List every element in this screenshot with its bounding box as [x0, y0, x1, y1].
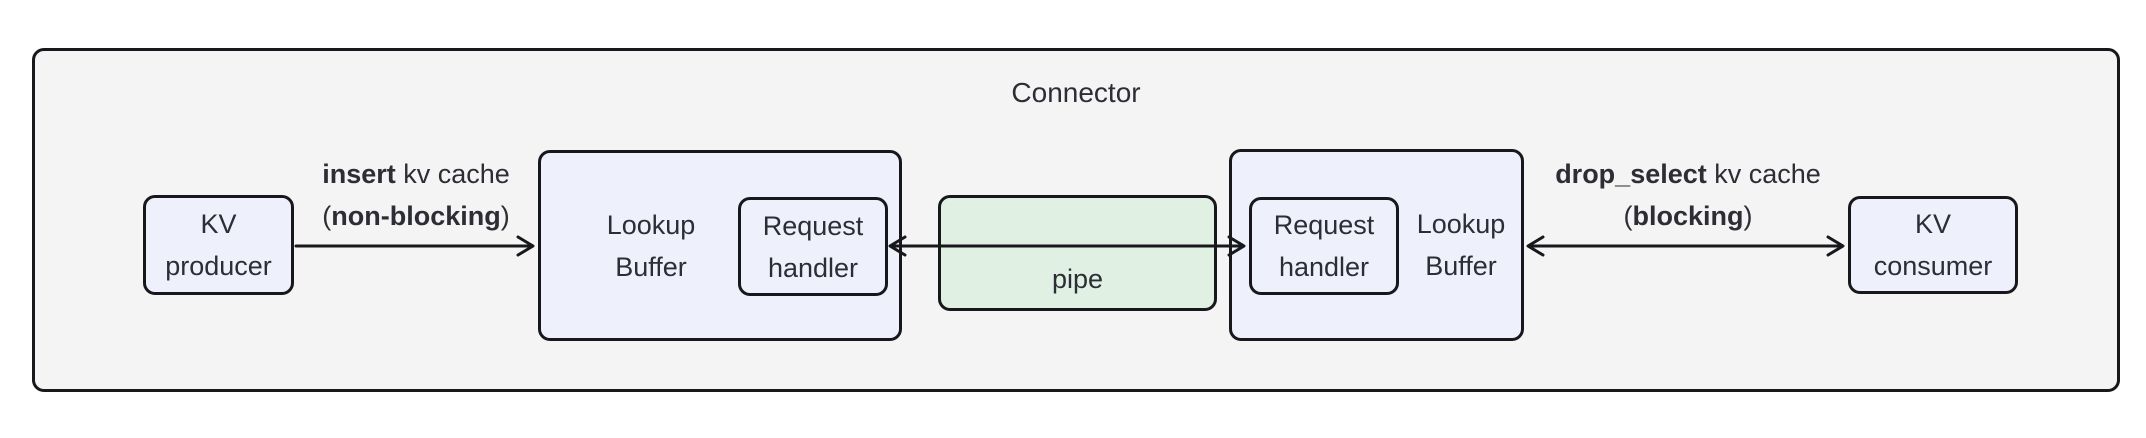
pipe-label: pipe	[1051, 264, 1104, 294]
drop-select-edge-label-line2: (blocking)	[1623, 201, 1753, 231]
kv-producer-node: KV producer	[143, 195, 294, 295]
kv-consumer-label-line1: KV	[1914, 209, 1952, 239]
connector-title: Connector	[1011, 77, 1141, 108]
kv-producer-label-line2: producer	[165, 251, 272, 281]
kv-consumer-label-line2: consumer	[1873, 251, 1993, 281]
insert-edge-label-line1: insert kv cache	[322, 159, 510, 189]
insert-edge-label: insert kv cache (non-blocking)	[283, 153, 549, 237]
lookup-buffer-right-label-line1: Lookup	[1416, 209, 1506, 239]
non-blocking-label-bold: non-blocking	[331, 201, 501, 231]
insert-edge-label-bold: insert	[322, 159, 396, 189]
request-handler-right-label-line2: handler	[1278, 252, 1370, 282]
lookup-buffer-left-node: Lookup Buffer Request handler	[538, 150, 902, 341]
drop-select-edge-label-line1: drop_select kv cache	[1555, 159, 1821, 189]
lookup-buffer-right-node: Request handler Lookup Buffer	[1229, 149, 1524, 341]
kv-producer-label-line1: KV	[200, 209, 237, 239]
kv-consumer-node: KV consumer	[1848, 196, 2018, 294]
request-handler-right-node: Request handler	[1249, 197, 1399, 295]
request-handler-left-label-line1: Request	[762, 210, 864, 241]
insert-edge-label-line2: (non-blocking)	[322, 201, 510, 231]
lookup-buffer-left-label-line1: Lookup	[606, 209, 696, 240]
lookup-buffer-left-label-line2: Buffer	[615, 251, 687, 282]
lookup-buffer-right-label-line2: Buffer	[1425, 251, 1497, 281]
request-handler-left-node: Request handler	[738, 197, 888, 296]
pipe-node: pipe	[938, 195, 1217, 311]
request-handler-left-label-line2: handler	[767, 252, 859, 283]
drop-select-edge-label-bold: drop_select	[1555, 159, 1707, 189]
drop-select-edge-label: drop_select kv cache (blocking)	[1528, 153, 1848, 237]
request-handler-right-label-line1: Request	[1273, 210, 1375, 240]
lookup-buffer-right-label: Lookup Buffer	[1402, 152, 1520, 338]
lookup-buffer-left-label: Lookup Buffer	[561, 153, 741, 338]
blocking-label-bold: blocking	[1632, 201, 1744, 231]
